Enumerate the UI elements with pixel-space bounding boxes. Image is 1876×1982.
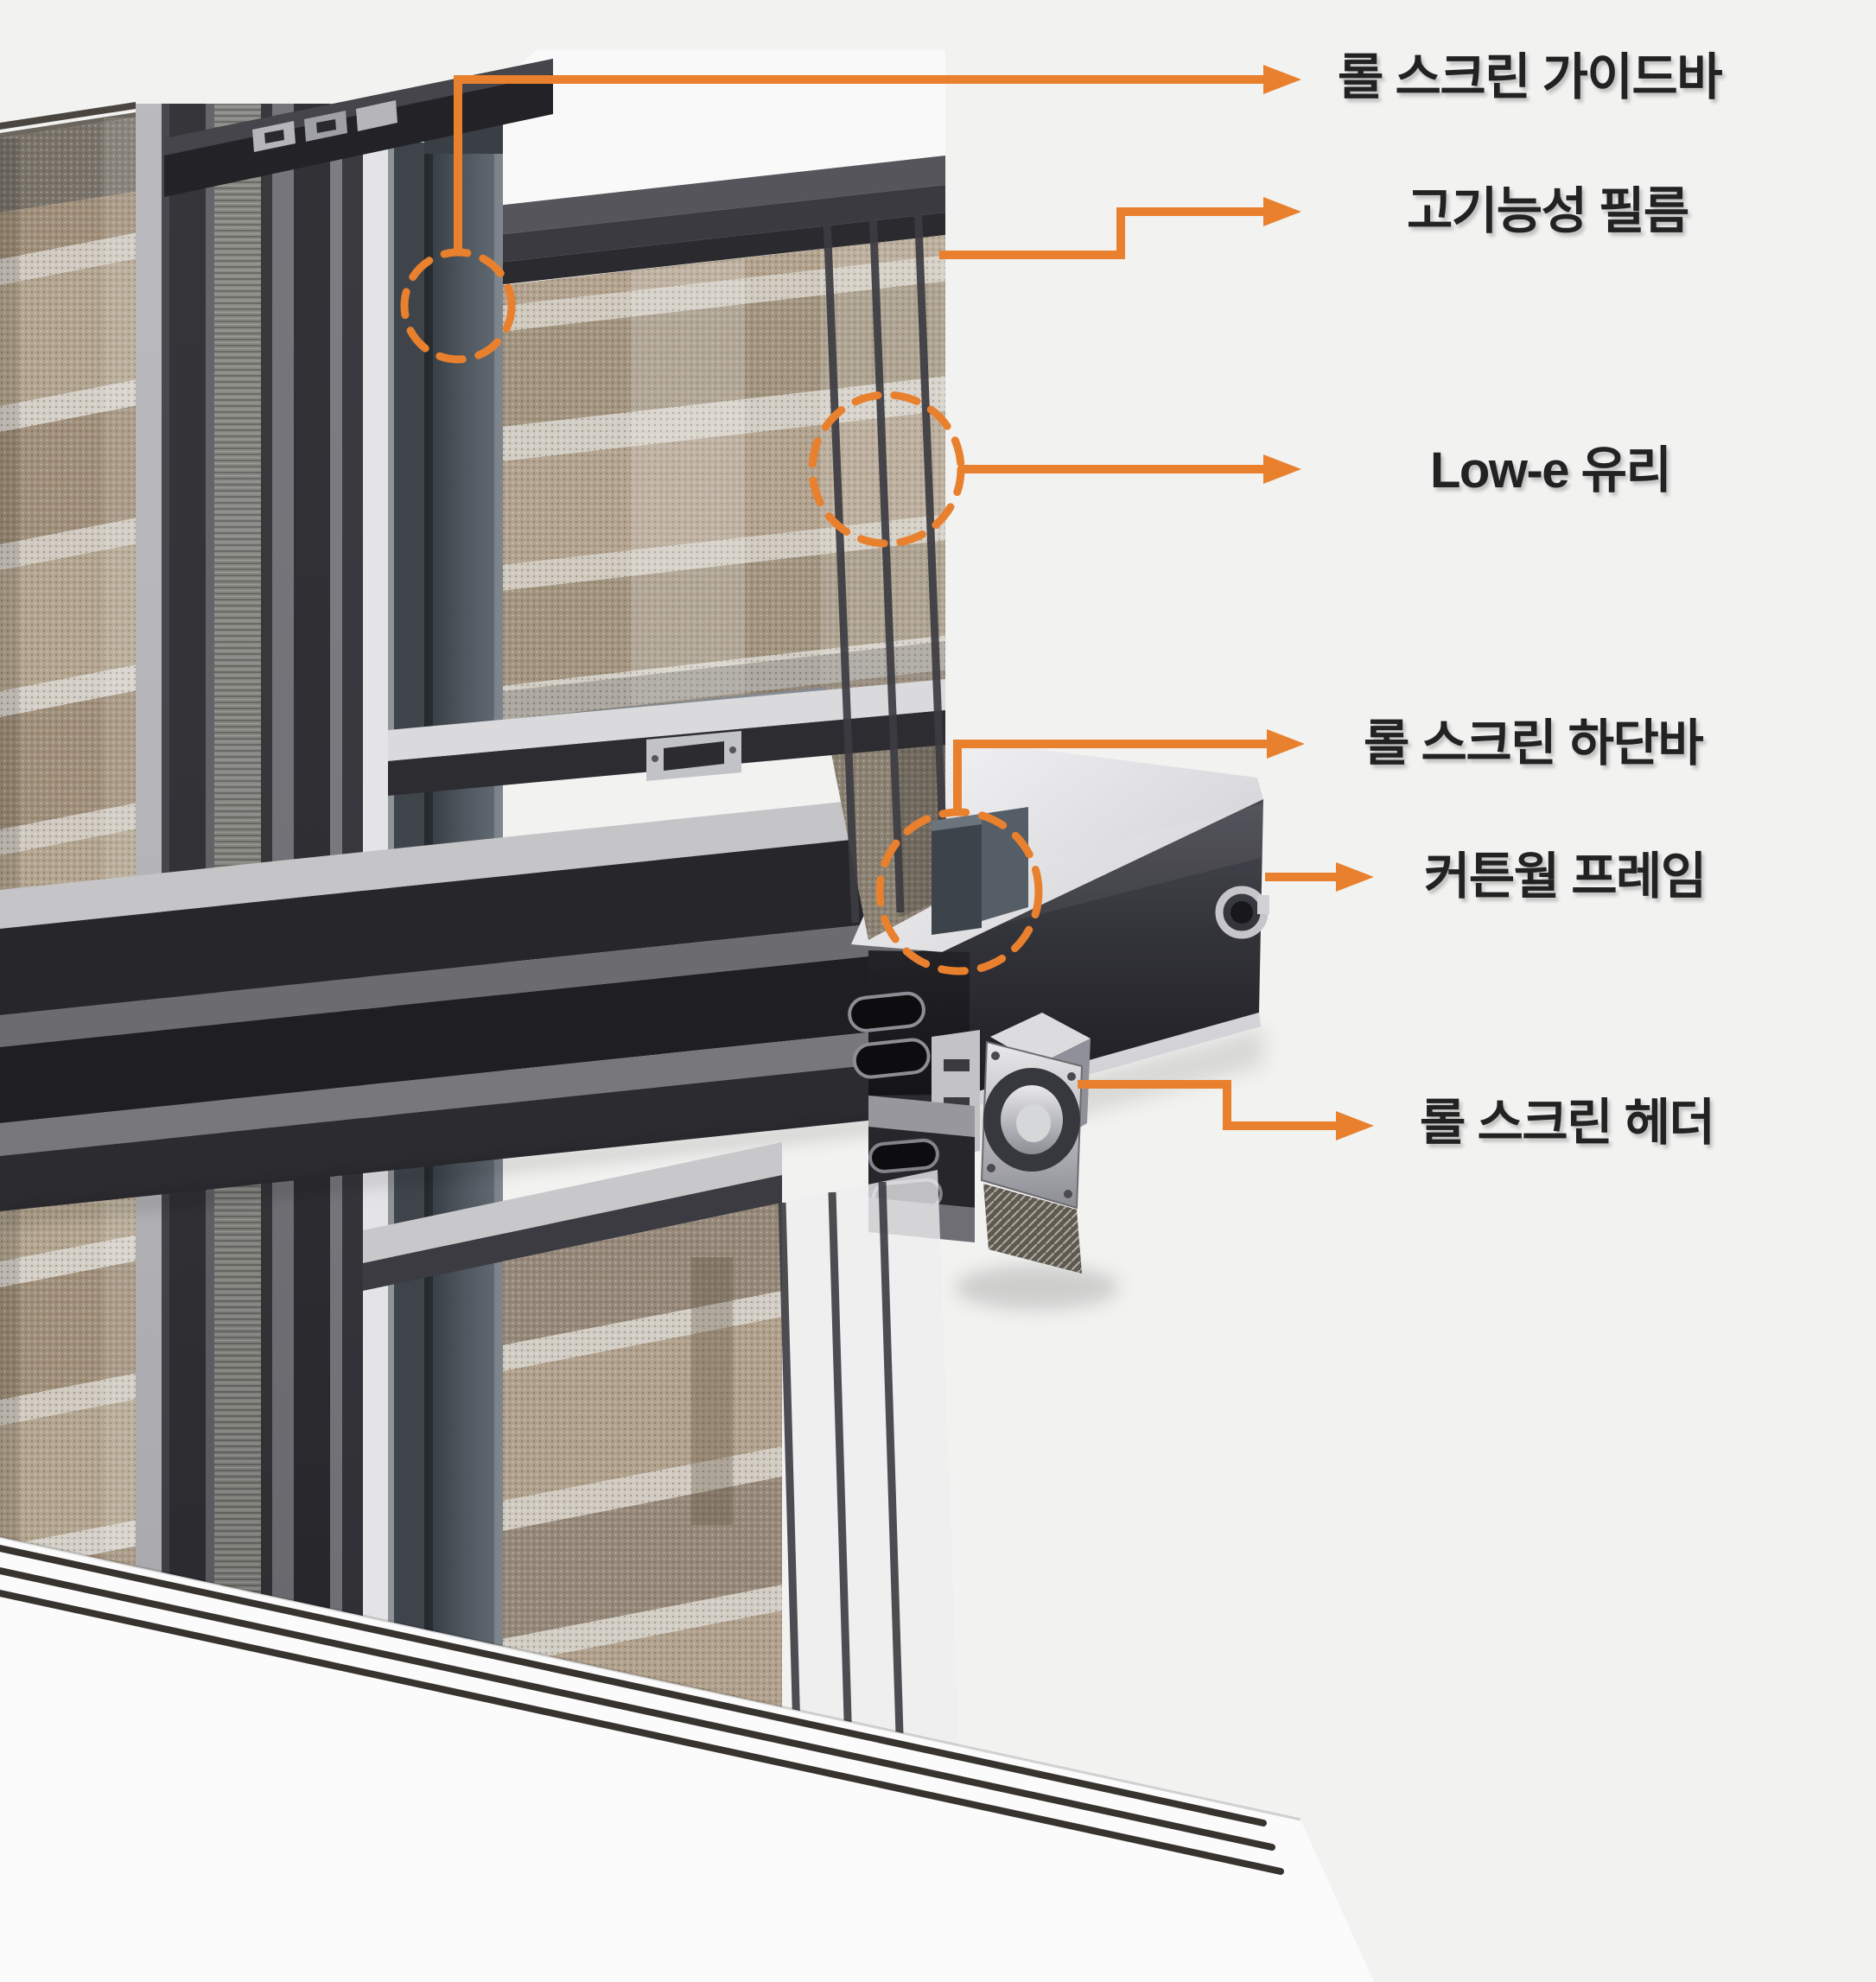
arrow-roll-screen-bottom-bar [953, 729, 1305, 809]
upper-glass-pane-edges [823, 201, 950, 924]
upper-window-sill [388, 679, 945, 796]
label-roll-screen-guide-bar: 롤 스크린 가이드바 [1338, 49, 1723, 105]
upper-pane-head-channels [497, 156, 945, 285]
leader-arrows [454, 65, 1374, 1140]
rail-latch [646, 731, 741, 781]
beam-end-ring [1215, 886, 1269, 939]
pane-bottom-edge-lines [0, 1545, 1284, 1875]
label-low-e-glass: Low-e 유리 [1430, 442, 1672, 499]
bottom-sill-wedge [0, 1535, 1374, 1982]
label-curtain-wall-frame: 커튼월 프레임 [1424, 848, 1707, 905]
callout-circles [400, 248, 1043, 975]
label-roll-screen-header: 롤 스크린 헤더 [1420, 1095, 1715, 1151]
arrow-curtain-wall-frame [1265, 862, 1374, 892]
callout-circle-bottom-bar [875, 808, 1043, 975]
sub-sill-mesh [823, 695, 945, 940]
roll-screen-header-unit [955, 1013, 1119, 1310]
callout-circle-low-e [808, 391, 965, 548]
header-roller-ring [983, 1068, 1080, 1172]
arrow-roll-screen-guide-bar [454, 65, 1301, 249]
arrow-roll-screen-header [1078, 1080, 1374, 1140]
beam-front-face [868, 799, 1263, 1096]
transom [0, 791, 942, 1223]
label-high-functional-film: 고기능성 필름 [1407, 183, 1689, 239]
arrow-high-functional-film [939, 197, 1301, 259]
callout-circle-guide-bar [400, 248, 516, 364]
arrow-low-e-glass [963, 454, 1301, 484]
top-bracket-fittings [252, 100, 397, 152]
label-roll-screen-bottom-bar: 롤 스크린 하단바 [1364, 715, 1704, 772]
